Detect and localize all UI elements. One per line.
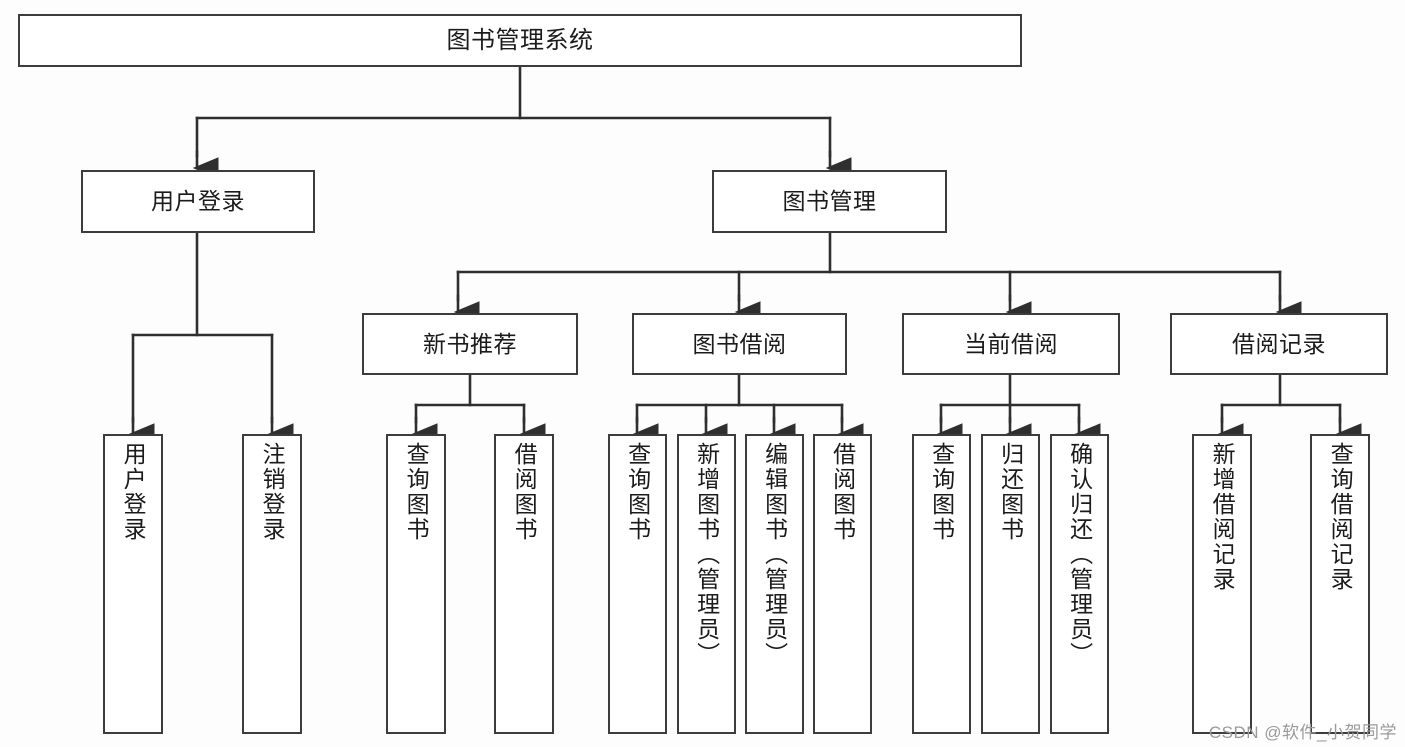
node-book-borrow[interactable]: 图书借阅 xyxy=(632,313,847,375)
node-user-login[interactable]: 用户登录 xyxy=(81,170,315,233)
leaf-user-login-label: 用户登录 xyxy=(120,442,147,542)
leaf-current-confirm-label: 确认归还（管理员） xyxy=(1066,442,1093,667)
node-book-management[interactable]: 图书管理 xyxy=(712,170,947,233)
node-book-borrow-label: 图书借阅 xyxy=(692,330,787,357)
leaf-current-query[interactable]: 查询图书 xyxy=(912,434,971,734)
leaf-user-logout[interactable]: 注销登录 xyxy=(242,434,302,734)
node-root[interactable]: 图书管理系统 xyxy=(18,14,1022,67)
node-new-book-recommend[interactable]: 新书推荐 xyxy=(362,313,578,375)
leaf-record-query[interactable]: 查询借阅记录 xyxy=(1310,434,1370,734)
leaf-record-add[interactable]: 新增借阅记录 xyxy=(1192,434,1252,734)
leaf-current-query-label: 查询图书 xyxy=(928,442,955,542)
leaf-newbook-borrow-label: 借阅图书 xyxy=(511,442,538,542)
leaf-record-query-label: 查询借阅记录 xyxy=(1327,442,1354,592)
leaf-current-confirm[interactable]: 确认归还（管理员） xyxy=(1050,434,1109,734)
leaf-newbook-query[interactable]: 查询图书 xyxy=(386,434,446,734)
leaf-borrow-query-label: 查询图书 xyxy=(624,442,651,542)
leaf-current-return-label: 归还图书 xyxy=(997,442,1024,542)
leaf-user-logout-label: 注销登录 xyxy=(259,442,286,542)
node-book-management-label: 图书管理 xyxy=(782,188,877,215)
leaf-newbook-borrow[interactable]: 借阅图书 xyxy=(494,434,554,734)
node-current-borrow-label: 当前借阅 xyxy=(964,330,1058,357)
leaf-borrow-edit[interactable]: 编辑图书（管理员） xyxy=(745,434,804,734)
leaf-record-add-label: 新增借阅记录 xyxy=(1209,442,1236,592)
node-borrow-records[interactable]: 借阅记录 xyxy=(1170,313,1388,375)
node-current-borrow[interactable]: 当前借阅 xyxy=(902,313,1120,375)
leaf-user-login[interactable]: 用户登录 xyxy=(103,434,163,734)
leaf-borrow-borrow-label: 借阅图书 xyxy=(829,442,856,542)
csdn-watermark: CSDN @软件_小贺同学 xyxy=(1208,723,1397,742)
leaf-borrow-query[interactable]: 查询图书 xyxy=(608,434,667,734)
node-new-book-recommend-label: 新书推荐 xyxy=(423,330,517,357)
leaf-borrow-add-label: 新增图书（管理员） xyxy=(693,442,720,667)
node-user-login-label: 用户登录 xyxy=(151,188,245,215)
leaf-borrow-add[interactable]: 新增图书（管理员） xyxy=(677,434,736,734)
node-root-label: 图书管理系统 xyxy=(446,26,594,54)
leaf-newbook-query-label: 查询图书 xyxy=(403,442,430,542)
leaf-current-return[interactable]: 归还图书 xyxy=(981,434,1040,734)
leaf-borrow-edit-label: 编辑图书（管理员） xyxy=(761,442,788,667)
leaf-borrow-borrow[interactable]: 借阅图书 xyxy=(813,434,872,734)
node-borrow-records-label: 借阅记录 xyxy=(1232,330,1326,357)
